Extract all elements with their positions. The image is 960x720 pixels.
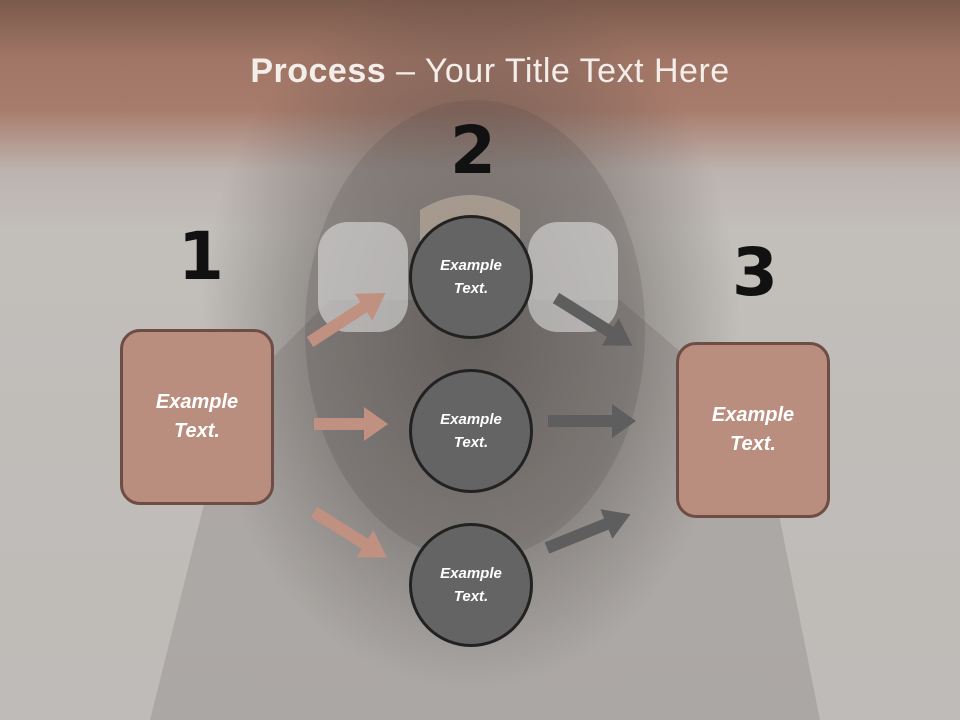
process-circle-middle-label: Example Text.	[440, 411, 502, 451]
filter-left	[318, 222, 408, 332]
arrow-from-top-circle	[552, 292, 633, 346]
slide-title-bold: Process	[250, 52, 387, 90]
slide-title: Process – Your Title Text Here	[0, 52, 960, 91]
process-circle-bottom: Example Text.	[409, 523, 533, 647]
step-box-3-label: Example Text.	[711, 404, 795, 455]
step-box-1: Example Text.	[120, 329, 274, 505]
arrow-from-bottom-circle	[544, 509, 631, 554]
step-box-3: Example Text.	[676, 342, 830, 518]
process-circle-top: Example Text.	[409, 215, 533, 339]
arrow-from-middle-circle	[548, 404, 636, 438]
filter-right	[528, 222, 618, 332]
step-number-3: 3	[732, 234, 778, 311]
arrow-to-top-circle	[306, 292, 386, 348]
step-number-1: 1	[178, 218, 224, 295]
process-circle-bottom-label: Example Text.	[440, 565, 502, 605]
step-box-1-label: Example Text.	[155, 391, 239, 442]
cloak-shape	[150, 300, 820, 720]
arrow-to-bottom-circle	[310, 506, 387, 558]
process-circle-middle: Example Text.	[409, 369, 533, 493]
step-number-2: 2	[450, 112, 496, 189]
arrow-to-middle-circle	[314, 407, 388, 441]
process-circle-top-label: Example Text.	[440, 257, 502, 297]
slide-title-rest: – Your Title Text Here	[386, 52, 730, 90]
